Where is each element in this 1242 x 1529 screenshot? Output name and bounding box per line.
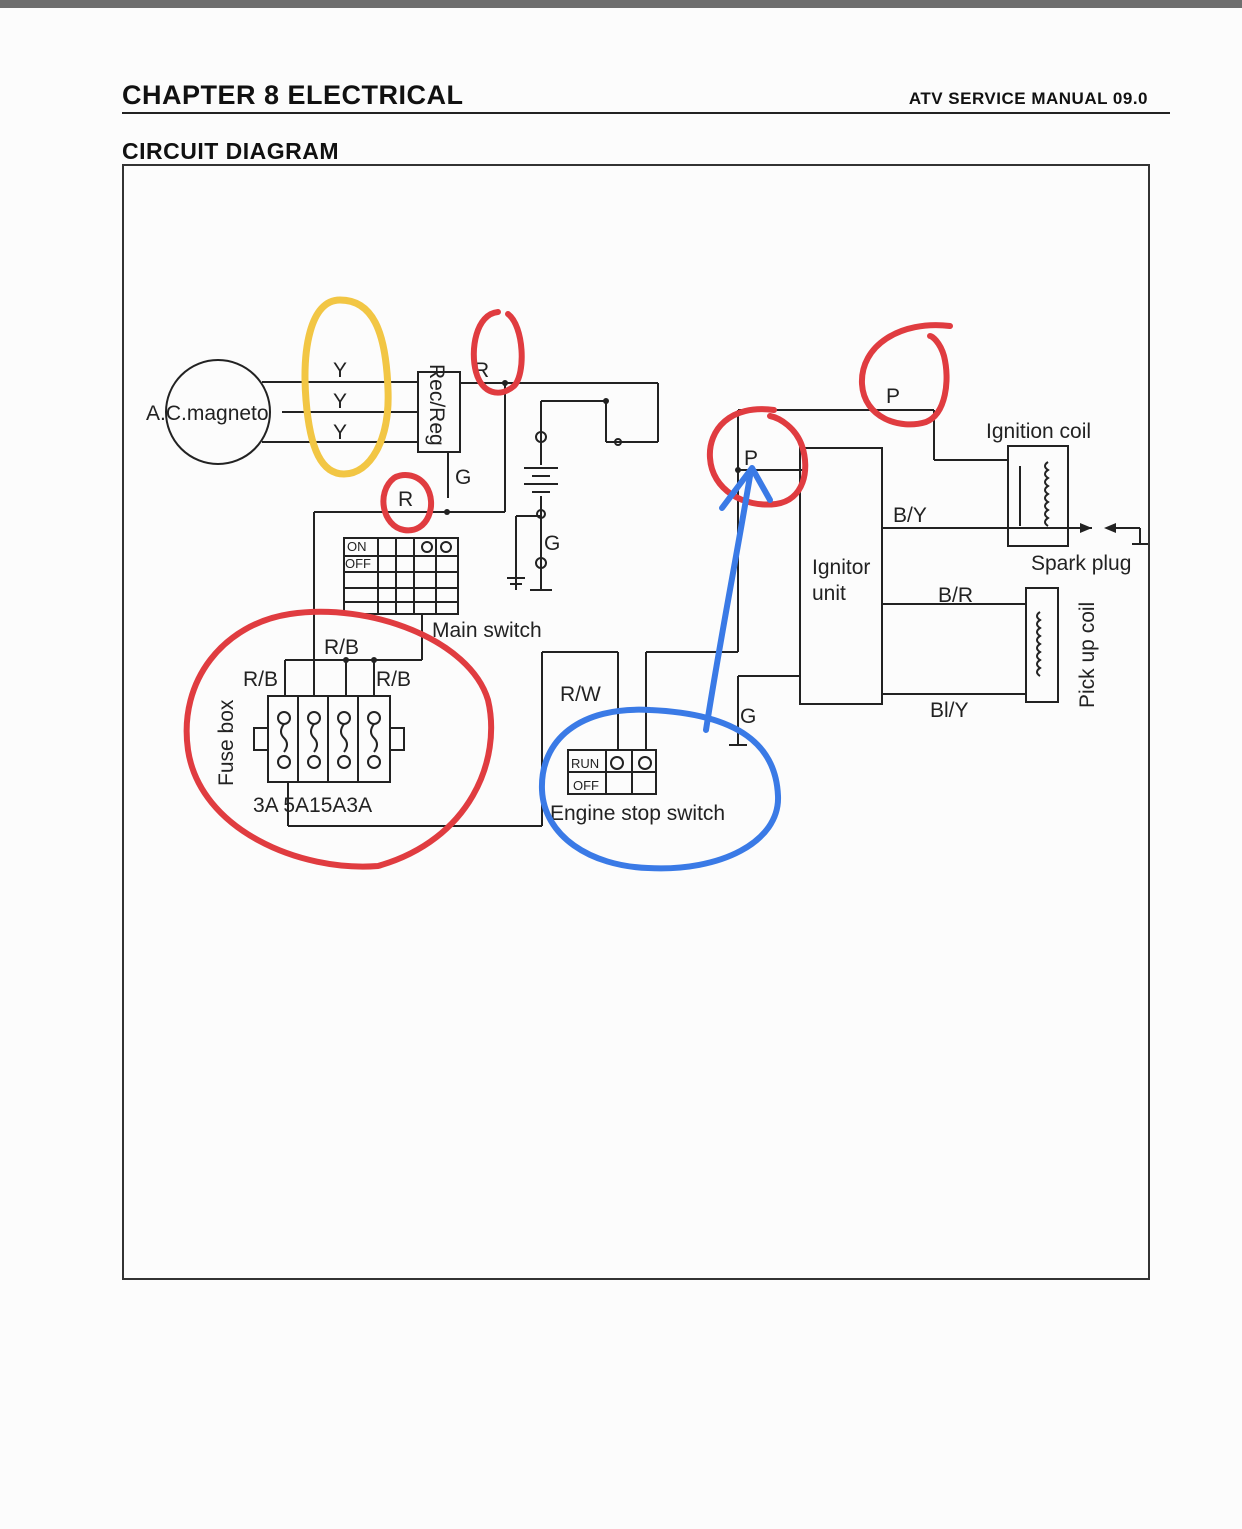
blue-annotation [538,465,782,872]
manual-title: ATV SERVICE MANUAL 09.0 [908,89,1148,108]
pickup-coil-symbol [1025,587,1059,703]
rec-reg-label: Rec/Reg [425,364,448,446]
wire-label-rb-left: R/B [243,668,278,691]
wire-label-p-ign: P [744,447,758,470]
wire-label-g-batt: G [544,532,560,555]
spark-plug-label: Spark plug [1031,552,1131,575]
wire-label-y3: Y [333,421,347,444]
rec-reg-box [417,371,461,453]
wire-label-p-top: P [886,385,900,408]
main-switch-on: ON [347,539,367,554]
top-bar [0,0,1242,8]
fuse-box-label: Fuse box [215,699,238,786]
battery-symbol [507,401,558,591]
main-switch-off: OFF [345,556,371,571]
fuse-box-symbol [253,660,542,827]
wire-label-g-ign: G [740,705,756,728]
spark-plug-symbol [1080,523,1148,545]
engine-stop-switch-label: Engine stop switch [550,802,725,825]
ignition-coil-symbol [1007,445,1069,547]
yellow-annotation-circle [301,296,392,478]
wire-label-by: B/Y [893,504,927,527]
ac-magneto-symbol [165,359,271,465]
ac-magneto-label: A.C.magneto [146,402,269,425]
ignitor-label-1: Ignitor [812,556,870,579]
red-annotation-circle [183,309,953,870]
wire-label-rw: R/W [560,683,601,706]
wire-label-br: B/R [938,584,973,607]
page-header: CHAPTER 8 ELECTRICAL ATV SERVICE MANUAL … [122,78,1170,114]
wire-label-rb-top: R/B [324,636,359,659]
wire-label-y2: Y [333,390,347,413]
ignitor-unit-box [799,447,883,705]
main-switch-symbol [343,537,459,615]
stop-switch-run: RUN [571,756,599,771]
wire-label-y1: Y [333,359,347,382]
ignitor-label-2: unit [812,582,846,605]
chapter-title: CHAPTER 8 ELECTRICAL [122,80,464,110]
ignition-coil-label: Ignition coil [986,420,1091,443]
wire-label-bly: Bl/Y [930,699,969,722]
stop-switch-off: OFF [573,778,599,793]
diagram-frame [122,164,1150,1280]
wire-label-r-mid: R [398,488,413,511]
section-title: CIRCUIT DIAGRAM [122,138,340,164]
main-switch-label: Main switch [432,619,542,642]
wire-label-g-reg: G [455,466,471,489]
pickup-coil-label: Pick up coil [1076,602,1099,708]
fuse-ratings: 3A 5A15A3A [253,794,372,817]
wire-label-rb-right: R/B [376,668,411,691]
engine-stop-switch-symbol [567,749,657,795]
